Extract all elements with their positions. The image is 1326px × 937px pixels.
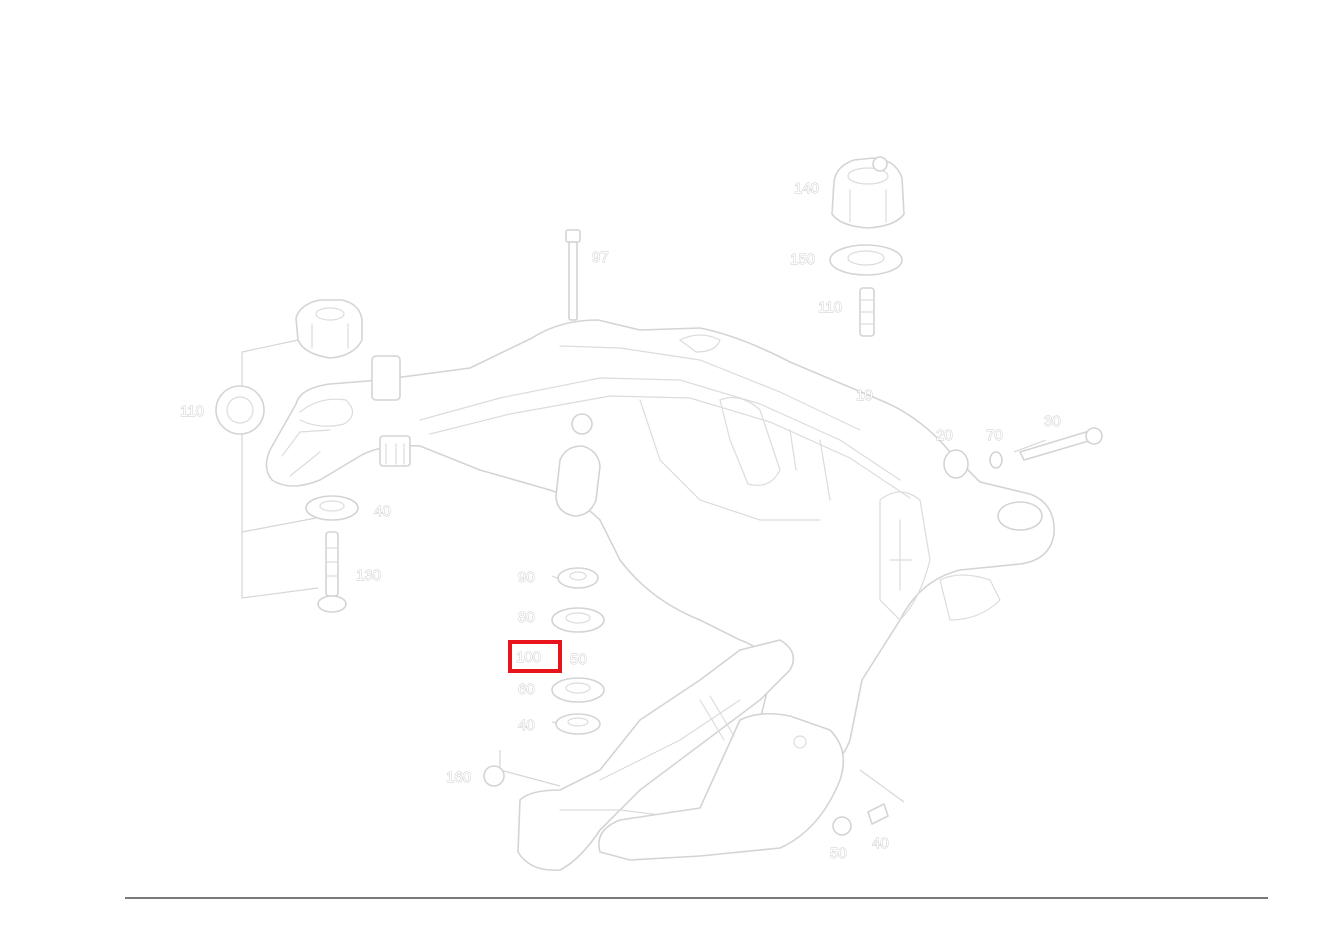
lower-link-arm	[517, 413, 845, 871]
callout-110-left: 110	[180, 403, 204, 420]
bolt-97	[565, 229, 581, 321]
left-mount-assembly	[215, 299, 363, 613]
callout-80-upper: 80	[518, 609, 535, 626]
callout-100: 100	[516, 649, 541, 666]
callout-30: 30	[1044, 413, 1061, 430]
callout-130: 130	[356, 567, 381, 584]
callout-70: 70	[986, 427, 1003, 444]
callout-10: 10	[856, 387, 873, 404]
right-fasteners	[832, 427, 1103, 836]
top-mount-assembly	[829, 156, 905, 337]
callout-40-left: 40	[374, 503, 391, 520]
callout-20: 20	[936, 427, 953, 444]
callout-40-stack: 40	[518, 717, 535, 734]
callout-60: 60	[518, 681, 535, 698]
callout-110-top: 110	[818, 299, 842, 316]
callout-50: 50	[570, 651, 587, 668]
callout-50-bottom: 50	[830, 845, 847, 862]
callout-140: 140	[794, 180, 819, 197]
washer-stack	[483, 567, 605, 787]
highlight-box-item-100	[508, 640, 562, 673]
callout-90: 90	[518, 569, 535, 586]
callout-97: 97	[592, 249, 609, 266]
callout-40-bottom: 40	[872, 835, 889, 852]
subframe	[265, 319, 1055, 773]
callout-160: 160	[446, 769, 471, 786]
callout-150: 150	[790, 251, 815, 268]
callout-labels: 140 150 110 97 10 20 70 30 110 40 130 90…	[180, 180, 1062, 863]
